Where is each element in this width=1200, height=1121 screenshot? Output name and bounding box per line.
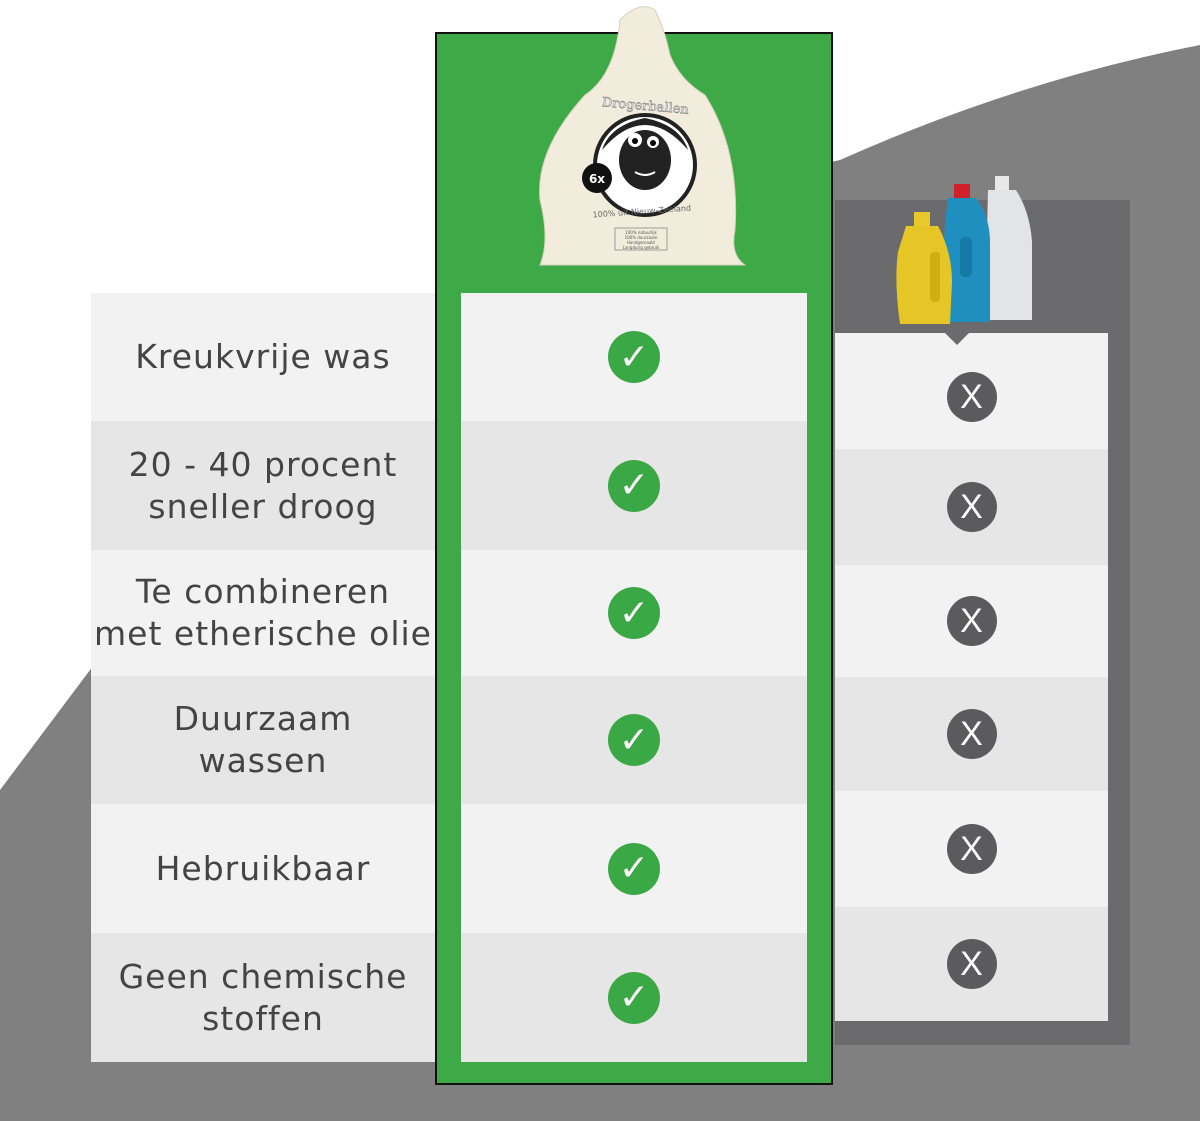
check-icon: ✓ xyxy=(608,714,660,766)
row-label: Te combineren met etherische olie xyxy=(91,550,435,676)
product-cell: ✓ xyxy=(461,421,807,550)
detergent-bottles-image xyxy=(896,176,1032,324)
x-icon: X xyxy=(946,372,997,422)
row-label: 20 - 40 procent sneller droog xyxy=(91,421,435,550)
bag-count: 6x xyxy=(589,172,605,186)
check-icon: ✓ xyxy=(608,842,660,895)
x-icon: X xyxy=(946,596,997,646)
x-icon: X xyxy=(946,709,997,759)
competitor-cell: X xyxy=(835,791,1108,907)
x-icon: X xyxy=(946,939,997,989)
dryer-balls-bag-image: Drogerballen 6x 100% uit Nieuw-Zeeland 1… xyxy=(539,6,747,266)
product-cell: ✓ xyxy=(461,804,807,933)
competitor-cell: X xyxy=(835,449,1108,565)
check-icon: ✓ xyxy=(608,331,660,383)
competitor-cell: X xyxy=(835,907,1108,1021)
row-label: Hebruikbaar xyxy=(91,804,435,933)
competitor-cell: X xyxy=(835,565,1108,677)
bag-feature: 100% natuurlijk xyxy=(625,230,657,235)
product-cell: ✓ xyxy=(461,293,807,421)
check-icon: ✓ xyxy=(608,971,660,1024)
product-cell: ✓ xyxy=(461,676,807,804)
x-icon: X xyxy=(946,824,997,874)
competitor-cell: X xyxy=(835,677,1108,791)
check-icon: ✓ xyxy=(608,459,660,512)
x-icon: X xyxy=(946,482,997,532)
bag-feature: Langdurig gebruik xyxy=(623,245,660,250)
row-label: Geen chemische stoffen xyxy=(91,933,435,1062)
bag-feature: 100% duurzaam xyxy=(625,235,658,240)
bag-feature: Handgemaakt xyxy=(627,240,656,245)
product-cell: ✓ xyxy=(461,550,807,676)
check-icon: ✓ xyxy=(608,587,660,639)
competitor-cell: X xyxy=(835,345,1108,449)
pointer-arrow xyxy=(945,333,969,345)
product-cell: ✓ xyxy=(461,933,807,1062)
competitor-cell-top xyxy=(835,333,1108,345)
row-label: Duurzaam wassen xyxy=(91,676,435,804)
row-label: Kreukvrije was xyxy=(91,293,435,421)
